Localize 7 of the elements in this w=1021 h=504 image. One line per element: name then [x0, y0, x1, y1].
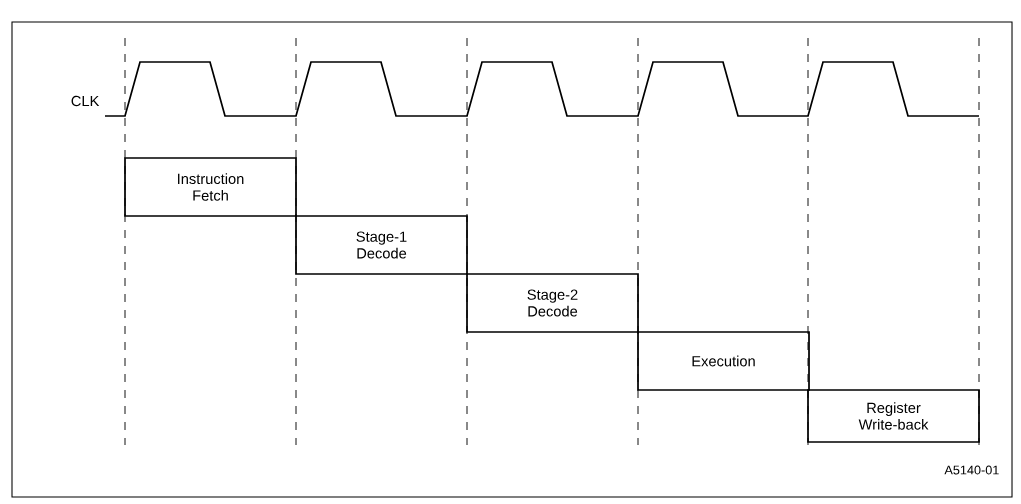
stage-box: Execution [637, 331, 810, 391]
signal-label: CLK [71, 95, 100, 107]
stage-box: Register Write-back [807, 389, 980, 443]
stage-box: Instruction Fetch [124, 157, 297, 217]
stage-box: Stage-2 Decode [466, 273, 639, 333]
figure-id-label: A5140-01 [944, 465, 999, 475]
stage-box: Stage-1 Decode [295, 215, 468, 275]
